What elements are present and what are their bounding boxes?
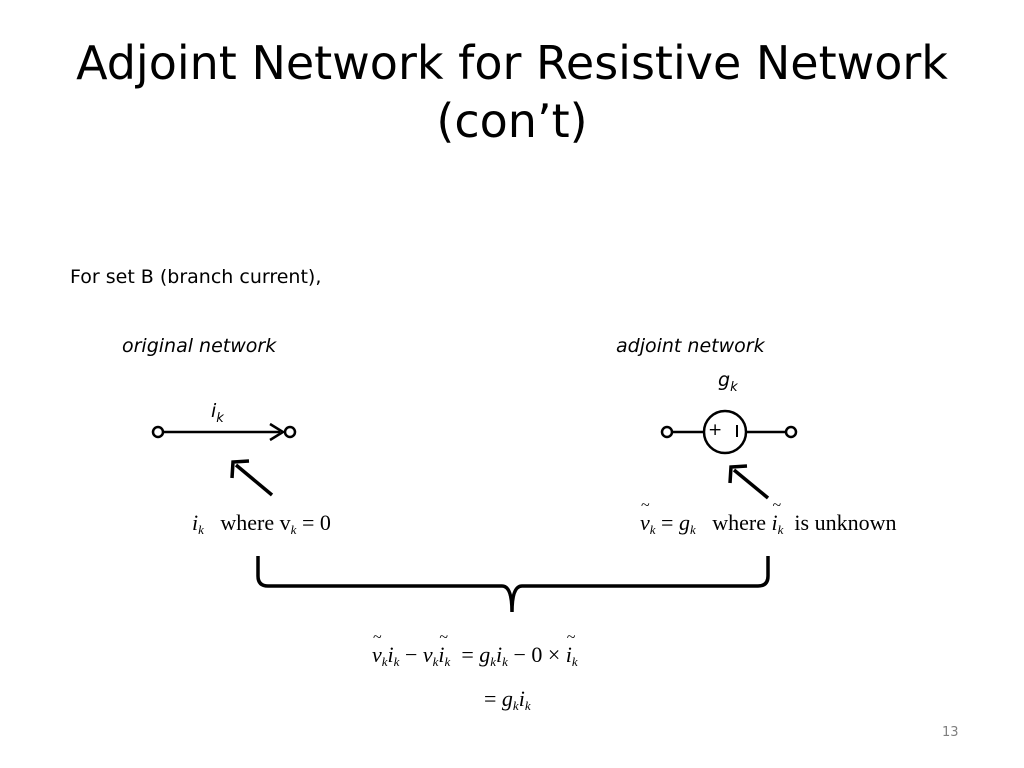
slide-title: Adjoint Network for Resistive Network (c… — [0, 34, 1024, 150]
pointer-arrow-original — [230, 459, 274, 497]
page-number: 13 — [942, 725, 959, 740]
current-label: ik — [211, 400, 224, 426]
slide-title-line2: (con’t) — [436, 94, 588, 148]
terminal-left — [151, 425, 165, 439]
result-equation-line1: vkik − vkik = gkik − 0 × ik — [372, 629, 578, 670]
terminal-right — [283, 425, 297, 439]
slide-title-line1: Adjoint Network for Resistive Network — [76, 36, 948, 90]
source-plus-sign: + — [708, 420, 723, 440]
source-label: gk — [718, 369, 738, 395]
curly-brace — [256, 556, 770, 613]
adjoint-condition: vk = gk where ik is unknown — [640, 497, 896, 538]
adjoint-branch — [660, 409, 798, 455]
original-condition: ik where vk = 0 — [192, 510, 331, 537]
terminal-left — [660, 425, 674, 439]
voltage-source — [702, 409, 748, 455]
adjoint-network-label: adjoint network — [616, 335, 765, 357]
intro-text: For set B (branch current), — [70, 266, 322, 288]
result-equation-line2: = gkik — [484, 686, 531, 713]
original-branch — [151, 422, 297, 442]
original-network-label: original network — [122, 335, 277, 357]
terminal-right — [784, 425, 798, 439]
pointer-arrow-adjoint — [728, 464, 770, 500]
source-minus-sign — [736, 425, 738, 437]
